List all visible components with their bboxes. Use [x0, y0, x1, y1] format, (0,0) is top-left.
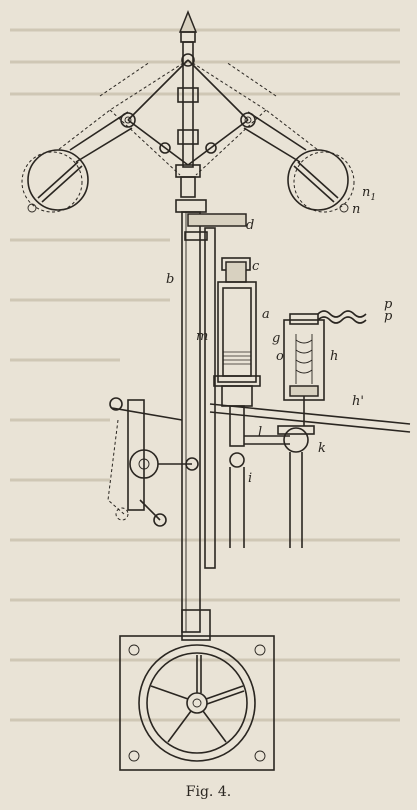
label-n1: n1 [362, 185, 376, 203]
figure-caption: Fig. 4. [185, 784, 232, 800]
actuator-assembly [283, 310, 367, 426]
base-wheel [119, 609, 275, 771]
valve-piping [209, 403, 411, 548]
label-p1: p [384, 297, 393, 312]
label-h-prime: h' [352, 394, 364, 409]
label-k: k [318, 441, 326, 456]
label-n: n [352, 202, 360, 217]
cylinder-a [213, 257, 261, 407]
label-g: g [272, 331, 280, 346]
label-o: o [276, 349, 284, 364]
left-flyball [27, 149, 89, 213]
right-flyball [287, 149, 349, 213]
label-d: d [246, 218, 254, 233]
label-l: l [258, 425, 262, 440]
label-i: i [248, 471, 252, 486]
part-labels: n1 n d c b a m p p g o h h' l k i [166, 185, 393, 486]
flyball-arms [69, 53, 307, 166]
label-p2: p [384, 309, 393, 324]
central-spindle [175, 9, 201, 198]
label-a: a [262, 307, 270, 322]
label-h: h [330, 349, 338, 364]
label-c: c [252, 259, 260, 274]
lever-linkage [107, 397, 199, 527]
main-column [175, 199, 247, 633]
dashed-alternate-positions [21, 59, 355, 213]
label-b: b [166, 272, 174, 287]
label-m: m [196, 329, 208, 344]
